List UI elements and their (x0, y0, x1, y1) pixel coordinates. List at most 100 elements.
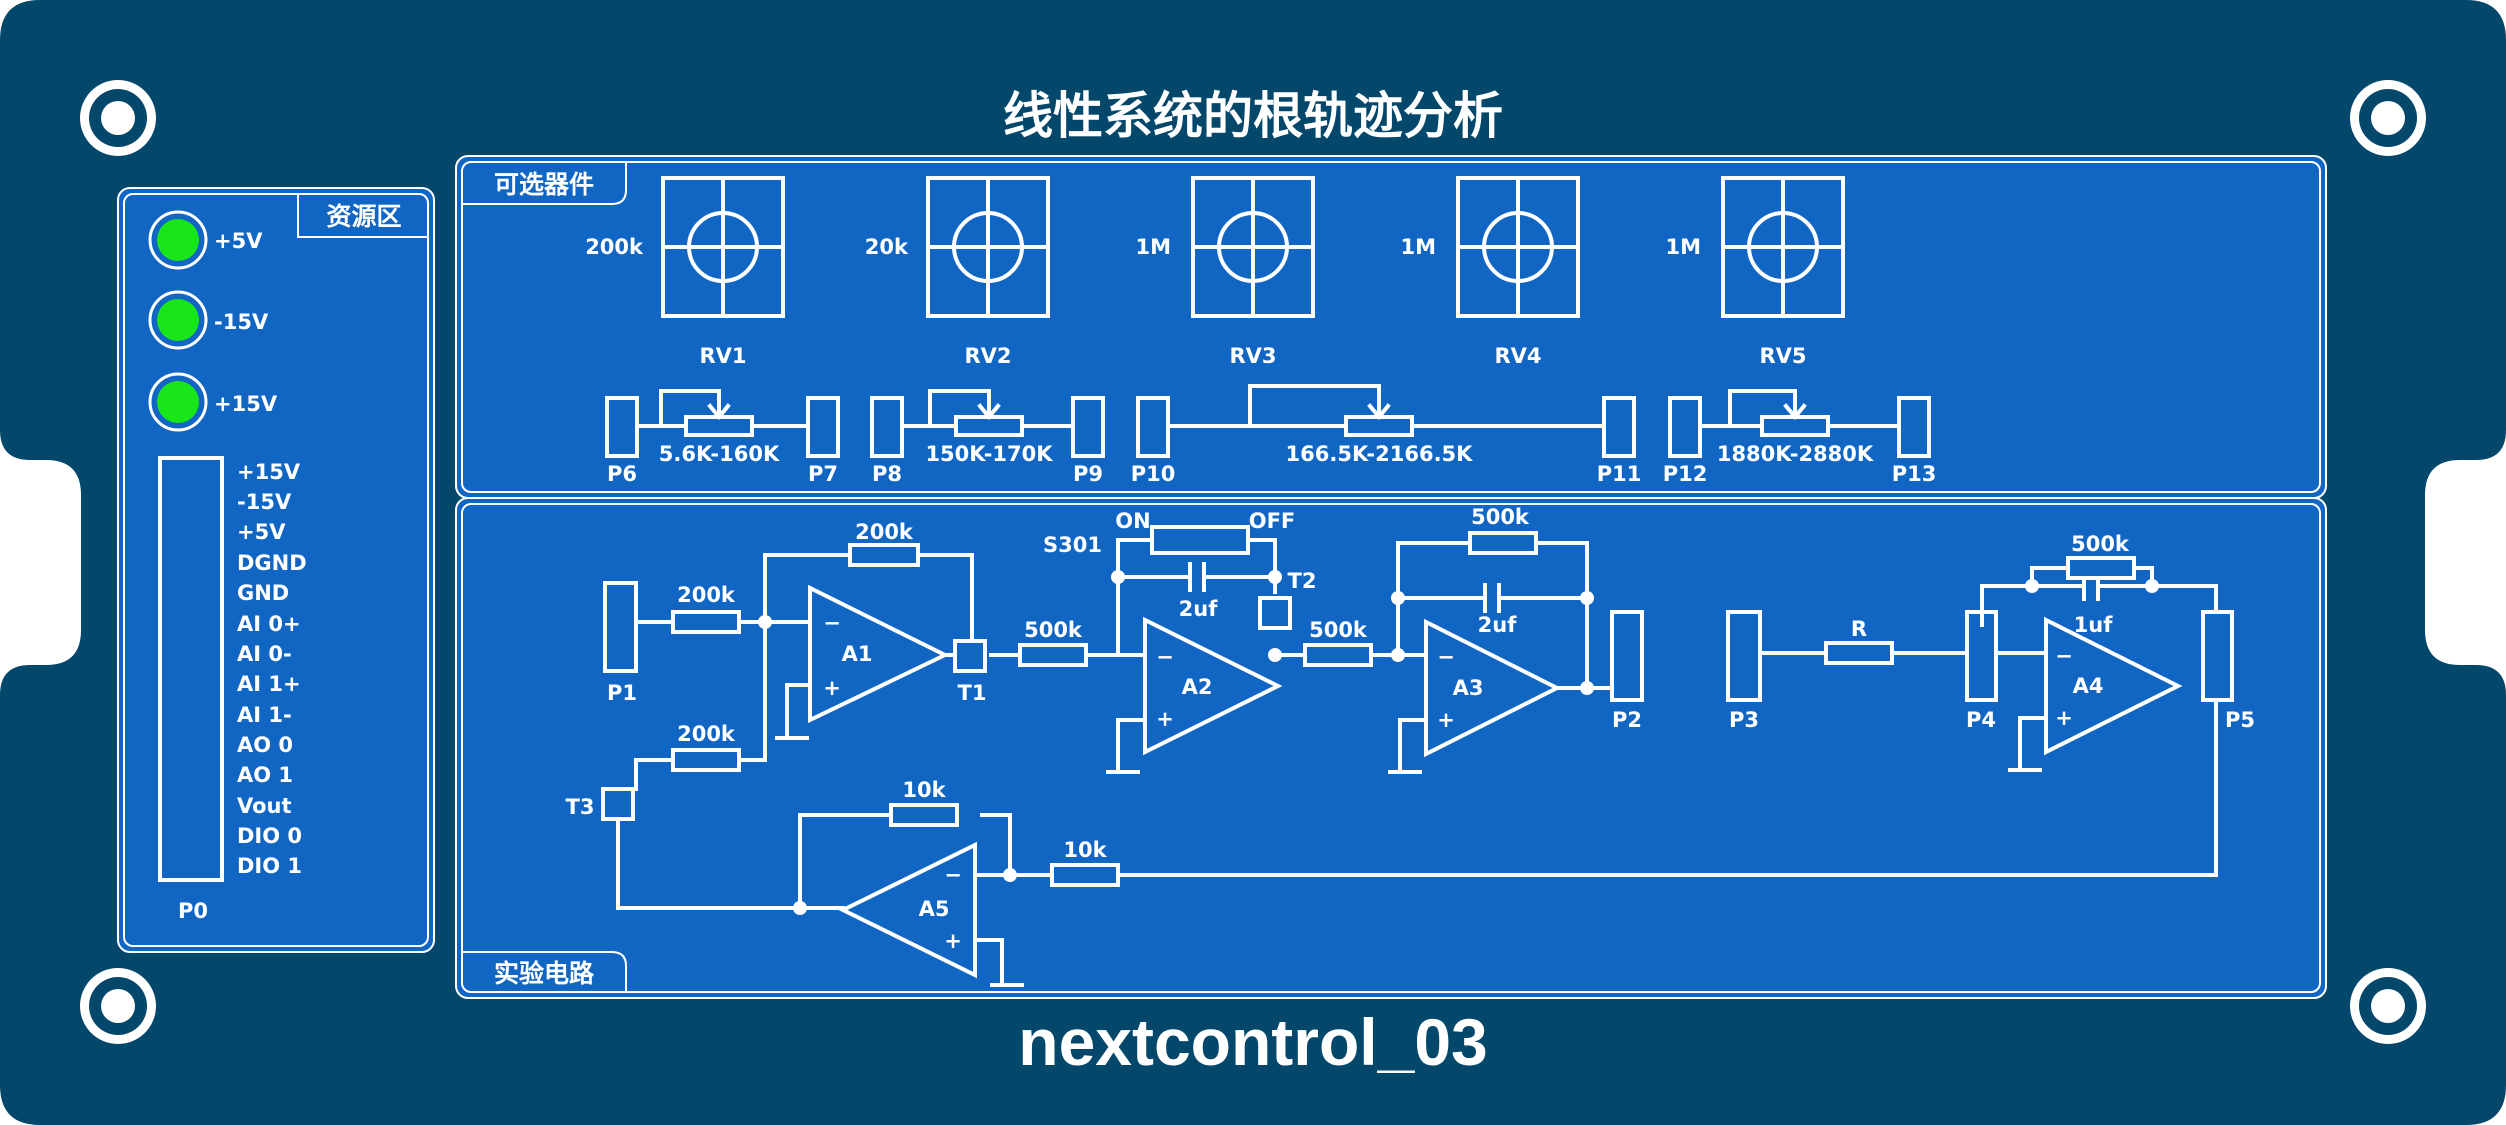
op-amp-plus: + (2055, 706, 2073, 730)
resource-header: 资源区 (326, 202, 401, 231)
terminal-p3[interactable]: P3 (1726, 610, 1762, 732)
led-label: -15V (214, 310, 269, 334)
led-minus15v: -15V (148, 290, 269, 350)
pin-label: DGND (237, 551, 307, 575)
pin-label: DIO 1 (237, 854, 302, 878)
rheostat-range: 5.6K-160K (659, 442, 780, 466)
op-amp-a2: − + A2 (1143, 616, 1283, 756)
op-amp-plus: + (823, 676, 841, 700)
capacitor-a3: 2uf (1396, 583, 1589, 637)
rheostat-range: 150K-170K (925, 442, 1053, 466)
connector-label: P0 (178, 899, 208, 923)
resistor-a5-input: 10k (1050, 838, 1120, 887)
mount-hole-top-right (2350, 80, 2426, 156)
switch-label: S301 (1043, 533, 1102, 557)
terminal-label: P11 (1597, 462, 1642, 486)
pin-label: AO 1 (237, 763, 293, 787)
potentiometer-rv5[interactable]: 1M RV5 (1665, 176, 1845, 368)
resistor-value: 500k (1471, 505, 1530, 529)
terminal-p5[interactable]: P5 (2201, 610, 2255, 732)
terminal-label: P2 (1612, 708, 1642, 732)
pot-value: 1M (1665, 235, 1701, 259)
pot-name: RV2 (964, 344, 1011, 368)
potentiometer-rv4[interactable]: 1M RV4 (1400, 176, 1580, 368)
resistor-value: 500k (1024, 618, 1083, 642)
op-amp-a4: − + A4 (2044, 616, 2183, 756)
resistor-a1-input-b: 200k (671, 722, 741, 772)
pin-label: DIO 0 (237, 824, 302, 848)
op-amp-plus: + (1437, 708, 1455, 732)
test-point-t2[interactable]: T2 (1258, 569, 1316, 630)
op-amp-label: A2 (1182, 675, 1213, 699)
pin-label: Vout (237, 794, 292, 818)
terminal-label: P10 (1131, 462, 1176, 486)
pin-label: AI 0+ (237, 612, 301, 636)
junction-dots (758, 570, 2159, 915)
test-point-t1[interactable]: T1 (953, 639, 987, 705)
resistor-a1-feedback: 200k (848, 520, 920, 567)
rheostat-range: 1880K-2880K (1717, 442, 1874, 466)
op-amp-minus: − (1156, 645, 1174, 669)
resistor-a5-feedback: 10k (889, 778, 959, 827)
pot-value: 200k (585, 235, 644, 259)
test-point-t3[interactable]: T3 (566, 787, 635, 821)
resistor-value: 500k (2071, 532, 2130, 556)
terminal-p2[interactable]: P2 (1610, 610, 1644, 732)
op-amp-label: A5 (919, 897, 950, 921)
resource-panel: 资源区 +5V -15V +15V P0 +15V -15V +5V DGND … (117, 187, 435, 953)
op-amp-label: A1 (842, 642, 873, 666)
terminal-label: P9 (1073, 462, 1103, 486)
op-amp-minus: − (944, 863, 962, 887)
op-amp-minus: − (2055, 644, 2073, 668)
circuit-header: 实验电路 (494, 959, 595, 988)
pot-name: RV4 (1494, 344, 1541, 368)
terminal-p1[interactable]: P1 (603, 581, 638, 705)
pin-label: +15V (237, 460, 301, 484)
op-amp-minus: − (823, 611, 841, 635)
resistor-a1-input: 200k (671, 583, 741, 634)
pot-name: RV1 (699, 344, 746, 368)
resistor-a3-input: 500k (1303, 618, 1373, 667)
led-plus5v: +5V (148, 210, 263, 270)
terminal-label: P12 (1663, 462, 1708, 486)
pin-label: AI 0- (237, 642, 292, 666)
op-amp-a5: − + A5 (838, 841, 977, 979)
terminal-p4[interactable]: P4 (1965, 610, 1998, 732)
connector-pin-list: +15V -15V +5V DGND GND AI 0+ AI 0- AI 1+… (237, 460, 307, 878)
op-amp-label: A3 (1453, 676, 1484, 700)
pot-value: 20k (865, 235, 909, 259)
op-amp-label: A4 (2073, 674, 2104, 698)
led-label: +15V (214, 392, 278, 416)
resistor-value: 200k (677, 583, 736, 607)
potentiometer-rv3[interactable]: 1M RV3 (1135, 176, 1315, 368)
rheostat-p6-p7: P6 P7 5.6K-160K (605, 389, 840, 486)
terminal-label: P1 (607, 681, 637, 705)
connector-p0[interactable] (158, 456, 224, 882)
resistor-value: R (1851, 617, 1867, 641)
terminal-label: P6 (607, 462, 637, 486)
resistor-a4-input: R (1824, 617, 1894, 665)
pot-value: 1M (1400, 235, 1436, 259)
pin-label: +5V (237, 520, 286, 544)
rheostat-p8-p9: P8 P9 150K-170K (870, 389, 1105, 486)
terminal-label: P3 (1729, 708, 1759, 732)
terminal-label: P13 (1892, 462, 1937, 486)
rheostat-p10-p11: P10 P11 166.5K-2166.5K (1131, 384, 1642, 486)
terminal-label: P4 (1966, 708, 1996, 732)
brand-logo: nextcontrol_03 (1018, 1005, 1487, 1079)
pot-name: RV5 (1759, 344, 1806, 368)
pin-label: -15V (237, 490, 292, 514)
capacitor-value: 2uf (1179, 597, 1219, 621)
terminal-label: P8 (872, 462, 902, 486)
resistor-value: 200k (855, 520, 914, 544)
op-amp-plus: + (1156, 707, 1174, 731)
potentiometer-rv1[interactable]: 200k RV1 (585, 176, 785, 368)
pin-label: AO 0 (237, 733, 293, 757)
mount-hole-bottom-left (80, 968, 156, 1044)
resistor-value: 200k (677, 722, 736, 746)
capacitor-value: 2uf (1478, 613, 1518, 637)
resistor-value: 10k (1063, 838, 1107, 862)
potentiometer-rv2[interactable]: 20k RV2 (865, 176, 1050, 368)
test-point-label: T1 (958, 681, 987, 705)
